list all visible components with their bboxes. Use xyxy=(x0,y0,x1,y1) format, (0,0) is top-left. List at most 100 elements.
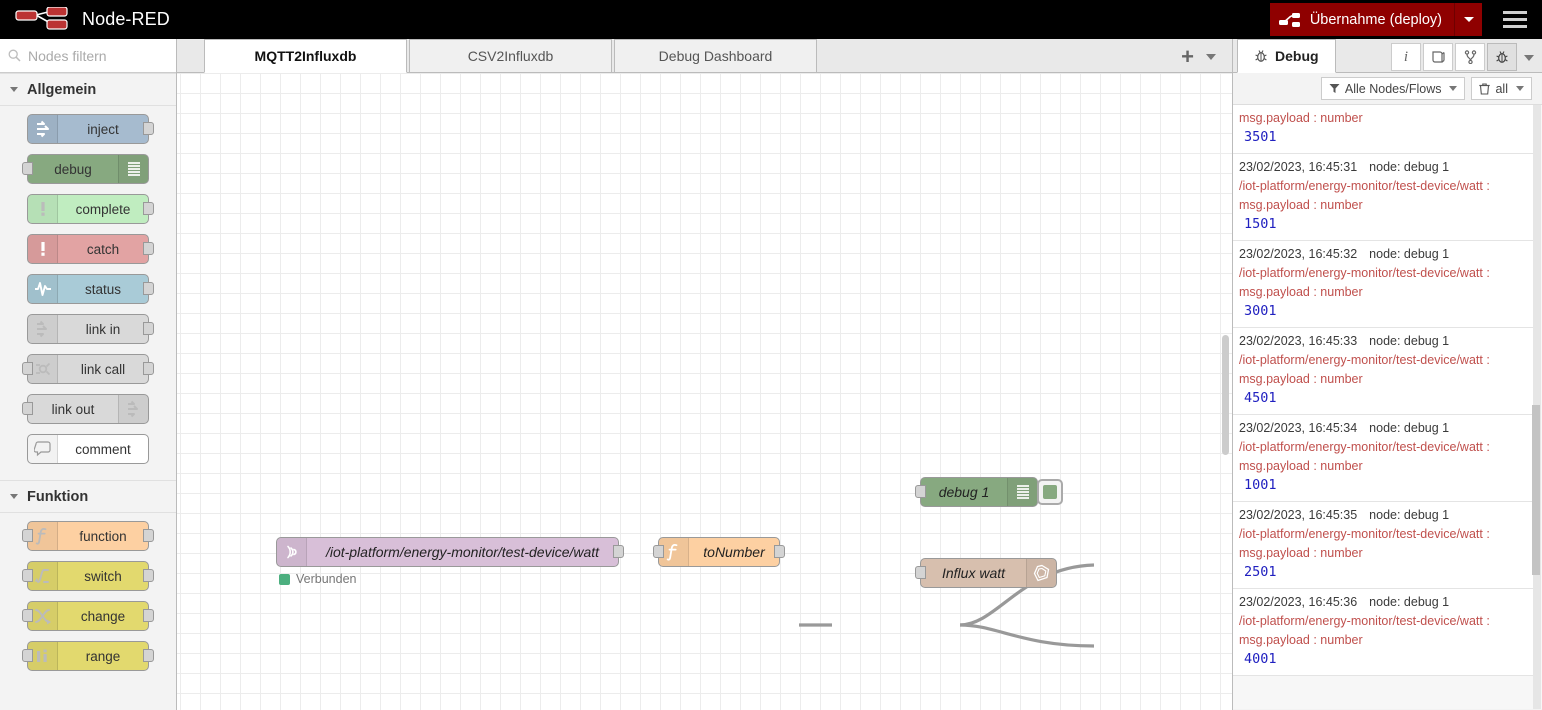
tab-debug-label: Debug xyxy=(1275,48,1319,64)
node-output-port[interactable] xyxy=(143,649,154,662)
sidebar-tab-buttons: i xyxy=(1391,43,1542,72)
node-output-port[interactable] xyxy=(143,242,154,255)
palette-search[interactable] xyxy=(0,39,176,73)
palette-node-range[interactable]: range xyxy=(22,641,154,671)
app-title: Node-RED xyxy=(82,9,170,29)
tab-debug[interactable]: Debug xyxy=(1237,39,1336,73)
deploy-button[interactable]: Übernahme (deploy) xyxy=(1269,3,1454,36)
palette-node-label: link call xyxy=(80,361,126,377)
node-input-port[interactable] xyxy=(22,569,33,582)
debug-node-toggle-button[interactable] xyxy=(1037,479,1063,505)
canvas-vertical-scrollbar[interactable] xyxy=(1222,335,1229,455)
info-tab-button[interactable]: i xyxy=(1391,43,1421,71)
node-input-port[interactable] xyxy=(653,545,664,558)
debug-tab-button[interactable] xyxy=(1487,43,1517,71)
main-menu-button[interactable] xyxy=(1500,5,1530,35)
deploy-label: Übernahme (deploy) xyxy=(1309,11,1442,28)
node-input-port[interactable] xyxy=(22,162,33,175)
hamburger-menu-icon xyxy=(1503,11,1527,14)
flow-tab-Debug-Dashboard[interactable]: Debug Dashboard xyxy=(614,39,817,72)
debug-source-node: node: debug 1 xyxy=(1369,334,1450,348)
palette-node-label: comment xyxy=(75,441,131,457)
debug-source-node: node: debug 1 xyxy=(1369,508,1450,522)
palette-node-label: link in xyxy=(85,321,121,337)
node-output-port[interactable] xyxy=(613,545,624,558)
palette-node-change[interactable]: change xyxy=(22,601,154,631)
palette-node-comment[interactable]: comment xyxy=(27,434,149,464)
debug-value: 4501 xyxy=(1244,390,1277,406)
node-input-port[interactable] xyxy=(22,402,33,415)
node-output-port[interactable] xyxy=(143,322,154,335)
palette-node-switch[interactable]: switch xyxy=(22,561,154,591)
flow-node-label: /iot-platform/energy-monitor/test-device… xyxy=(325,544,600,560)
mqtt-in-node[interactable]: /iot-platform/energy-monitor/test-device… xyxy=(276,537,624,586)
debug-node[interactable]: debug 1 xyxy=(915,477,1063,507)
node-output-port[interactable] xyxy=(143,529,154,542)
palette-node-catch[interactable]: catch xyxy=(27,234,154,264)
node-output-port[interactable] xyxy=(143,282,154,295)
add-flow-button[interactable]: + xyxy=(1181,44,1194,69)
influx-out-node[interactable]: Influx watt xyxy=(915,558,1057,588)
flow-tab-CSV2Influxdb[interactable]: CSV2Influxdb xyxy=(409,39,612,72)
debug-topic: /iot-platform/energy-monitor/test-device… xyxy=(1239,440,1490,454)
palette-category-allgemein[interactable]: Allgemein xyxy=(0,73,176,106)
debug-topic: /iot-platform/energy-monitor/test-device… xyxy=(1239,353,1490,367)
palette-node-debug[interactable]: debug xyxy=(22,154,149,184)
node-output-port[interactable] xyxy=(143,122,154,135)
flow-canvas[interactable]: /iot-platform/energy-monitor/test-device… xyxy=(177,73,1232,710)
node-input-port[interactable] xyxy=(22,609,33,622)
palette-node-inject[interactable]: inject xyxy=(27,114,154,144)
debug-filter-button[interactable]: Alle Nodes/Flows xyxy=(1320,77,1466,100)
debug-toolbar: Alle Nodes/Flows all xyxy=(1233,73,1542,105)
palette-node-link-in[interactable]: link in xyxy=(27,314,154,344)
help-tab-button[interactable] xyxy=(1423,43,1453,71)
header-actions: Übernahme (deploy) xyxy=(1269,0,1542,39)
influxdb-icon xyxy=(1026,559,1056,587)
function-node[interactable]: toNumber xyxy=(653,537,785,567)
deploy-dropdown-button[interactable] xyxy=(1454,3,1482,36)
node-input-port[interactable] xyxy=(22,649,33,662)
node-output-port[interactable] xyxy=(143,569,154,582)
search-input[interactable] xyxy=(28,47,168,64)
node-output-port[interactable] xyxy=(143,362,154,375)
palette-node-link-out[interactable]: link out xyxy=(22,394,149,424)
debug-scrollbar-track[interactable] xyxy=(1532,105,1541,709)
flow-list-menu-button[interactable] xyxy=(1206,54,1216,60)
palette-node-label: link out xyxy=(51,401,95,417)
node-output-port[interactable] xyxy=(143,202,154,215)
wire-function-to-debug xyxy=(959,563,1095,627)
debug-scrollbar-thumb[interactable] xyxy=(1532,405,1540,575)
palette-category-funktion[interactable]: Funktion xyxy=(0,480,176,513)
sidebar-menu-button[interactable] xyxy=(1524,55,1534,61)
node-output-port[interactable] xyxy=(143,609,154,622)
debug-value: 3001 xyxy=(1244,303,1277,319)
wire-layer xyxy=(799,563,1095,648)
debug-property: msg.payload : number xyxy=(1239,633,1363,647)
node-input-port[interactable] xyxy=(915,485,926,498)
node-input-port[interactable] xyxy=(22,362,33,375)
palette-node-complete[interactable]: complete xyxy=(27,194,154,224)
node-output-port[interactable] xyxy=(774,545,785,558)
node-input-port[interactable] xyxy=(22,529,33,542)
range-bars-icon xyxy=(28,642,58,670)
debug-timestamp: 23/02/2023, 16:45:36 xyxy=(1239,595,1358,609)
flow-tab-MQTT2Influxdb[interactable]: MQTT2Influxdb xyxy=(204,39,407,73)
context-tab-button[interactable] xyxy=(1455,43,1485,71)
palette-node-function[interactable]: function xyxy=(22,521,154,551)
palette-node-status[interactable]: status xyxy=(27,274,154,304)
palette-node-link-call[interactable]: link call xyxy=(22,354,154,384)
node-input-port[interactable] xyxy=(915,566,926,579)
app-header: Node-RED Übernahme (deploy) xyxy=(0,0,1542,39)
debug-clear-button[interactable]: all xyxy=(1471,77,1532,100)
